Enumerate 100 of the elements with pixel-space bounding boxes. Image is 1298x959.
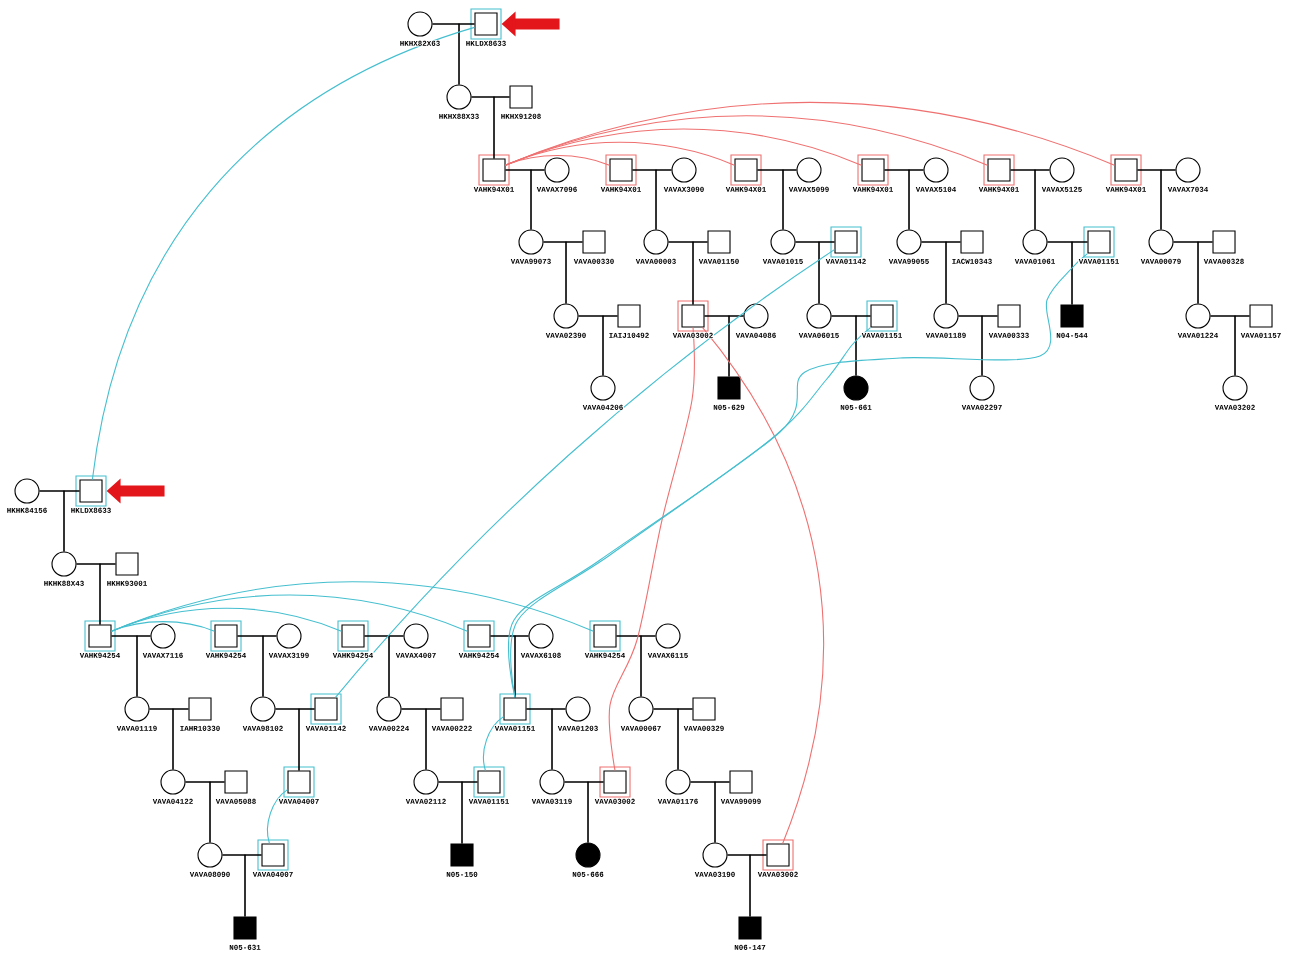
pedigree-square	[450, 843, 474, 867]
pedigree-circle	[539, 769, 565, 795]
pedigree-square	[599, 766, 631, 798]
pedigree-circle	[528, 623, 554, 649]
descent-line	[209, 781, 225, 843]
link-curve	[505, 101, 1115, 166]
pedigree-square	[762, 839, 794, 871]
pedigree-circle	[590, 375, 616, 401]
descent-line	[551, 708, 566, 770]
pedigree-square	[310, 693, 342, 725]
descent-line	[782, 169, 797, 230]
link-curve	[91, 26, 475, 480]
descent-line	[298, 708, 315, 771]
pedigree-square	[589, 620, 621, 652]
pedigree-square	[707, 230, 731, 254]
pedigree-square	[1060, 304, 1084, 328]
descent-line	[714, 781, 730, 843]
pedigree-square	[115, 552, 139, 576]
pedigree-square	[75, 475, 107, 507]
pedigree-circle	[250, 696, 276, 722]
pedigree-circle	[1022, 229, 1048, 255]
pedigree-circle	[376, 696, 402, 722]
pedigree-circle	[665, 769, 691, 795]
pedigree-circle	[896, 229, 922, 255]
descent-line	[587, 781, 604, 843]
pedigree-square	[1212, 230, 1236, 254]
descent-line	[1197, 241, 1213, 304]
pedigree-square	[188, 697, 212, 721]
descent-line	[565, 241, 583, 304]
pedigree-circle	[770, 229, 796, 255]
pedigree-square	[463, 620, 495, 652]
descent-line	[981, 315, 998, 376]
pedigree-square	[478, 154, 510, 186]
pedigree-circle	[553, 303, 579, 329]
pedigree-square	[470, 8, 502, 40]
pedigree-circle	[923, 157, 949, 183]
pedigree-circle	[446, 84, 472, 110]
pedigree-circle	[544, 157, 570, 183]
pedigree-circle	[160, 769, 186, 795]
descent-line	[425, 708, 441, 770]
descent-line	[1234, 315, 1250, 376]
pedigree-circle	[407, 11, 433, 37]
link-curve	[334, 249, 835, 698]
pedigree-square	[960, 230, 984, 254]
descent-line	[99, 563, 116, 625]
pedigree-circle	[14, 478, 40, 504]
pedigree-square	[1110, 154, 1142, 186]
pedigree-circle	[702, 842, 728, 868]
descent-line	[514, 635, 529, 698]
descent-line	[388, 635, 404, 697]
pedigree-square	[337, 620, 369, 652]
pedigree-square	[692, 697, 716, 721]
pedigree-square	[1083, 226, 1115, 258]
pedigree-square	[677, 300, 709, 332]
descent-line	[63, 490, 80, 552]
pedigree-square	[866, 300, 898, 332]
descent-line	[908, 169, 924, 230]
descent-line	[818, 241, 835, 304]
descent-line	[945, 241, 961, 304]
descent-line	[1034, 169, 1050, 230]
link-curve	[702, 327, 824, 844]
pedigree-square	[224, 770, 248, 794]
pedigree-circle	[197, 842, 223, 868]
pedigree-circle	[743, 303, 769, 329]
pedigree-circle	[671, 157, 697, 183]
pedigree-circle	[643, 229, 669, 255]
link-curve	[483, 716, 504, 771]
pedigree-circle	[1222, 375, 1248, 401]
descent-line	[602, 315, 618, 376]
pedigree-circle	[51, 551, 77, 577]
descent-line	[677, 708, 693, 770]
pedigree-square	[233, 916, 257, 940]
descent-line	[640, 635, 656, 697]
pedigree-square	[717, 376, 741, 400]
descent-line	[855, 315, 871, 376]
pedigree-circle	[806, 303, 832, 329]
pedigree-square	[257, 839, 289, 871]
descent-line	[1071, 241, 1088, 305]
descent-line	[530, 169, 545, 230]
pedigree-circle	[150, 623, 176, 649]
link-curve	[608, 327, 695, 771]
pedigree-square	[1249, 304, 1273, 328]
descent-line	[244, 854, 262, 917]
pedigree-circle	[796, 157, 822, 183]
pedigree-circle	[124, 696, 150, 722]
pedigree-square	[729, 770, 753, 794]
pedigree-square	[857, 154, 889, 186]
descent-line	[262, 635, 277, 697]
pedigree-square	[997, 304, 1021, 328]
pedigree-square	[830, 226, 862, 258]
descent-line	[458, 23, 475, 85]
descent-line	[493, 96, 510, 159]
pedigree-square	[509, 85, 533, 109]
descent-line	[136, 635, 151, 697]
pedigree-square	[738, 916, 762, 940]
descent-line	[728, 315, 744, 377]
pedigree-square	[283, 766, 315, 798]
link-curve	[111, 621, 215, 632]
link-curve	[510, 327, 871, 698]
link-curve	[267, 789, 288, 844]
